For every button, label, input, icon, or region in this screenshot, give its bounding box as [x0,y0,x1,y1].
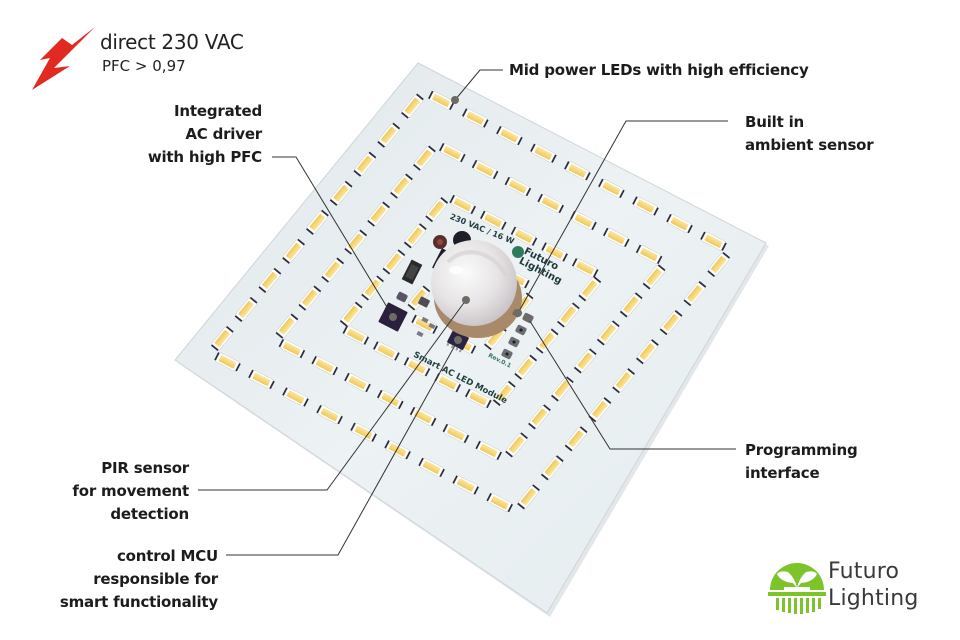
callout-line: responsible for [93,570,218,588]
brand-name-line1: Futuro [828,559,900,584]
callout-line: Mid power LEDs with high efficiency [509,61,809,79]
callout-line: control MCU [116,547,218,565]
callout-line: Integrated [174,102,262,120]
lightning-bolt-icon [32,27,95,90]
callout-line: for movement [72,482,189,500]
callout-line: Programming [745,441,858,459]
leader-lines [198,69,736,556]
callout-line: PIR sensor [101,459,189,477]
sprout-sun-logo-icon [768,563,826,614]
pcb-board [174,62,767,614]
callout-control-mcu: control MCU responsible for smart functi… [60,545,218,614]
spec-voltage: direct 230 VAC [100,30,244,54]
callout-line: AC driver [185,125,262,143]
brand-name-line2: Lighting [828,586,919,611]
callout-line: Built in [745,113,805,131]
callout-line: ambient sensor [745,136,874,154]
callout-pir-sensor: PIR sensor for movement detection [72,457,189,526]
callout-line: smart functionality [59,593,218,611]
brand-logo: Futuro Lighting [766,558,946,618]
callout-line: with high PFC [147,148,262,166]
callout-ambient-sensor: Built in ambient sensor [745,111,874,157]
spec-block: direct 230 VAC PFC > 0,97 [100,28,244,76]
spec-pfc: PFC > 0,97 [102,57,186,75]
brand-name: Futuro Lighting [828,558,919,612]
callout-line: interface [745,464,820,482]
pcb-logo-icon [512,246,524,258]
callout-mid-power-leds: Mid power LEDs with high efficiency [509,59,809,82]
callout-integrated-driver: Integrated AC driver with high PFC [148,100,262,169]
callout-line: detection [110,505,189,523]
leader-dots [389,96,532,344]
callout-programming-interface: Programming interface [745,439,858,485]
